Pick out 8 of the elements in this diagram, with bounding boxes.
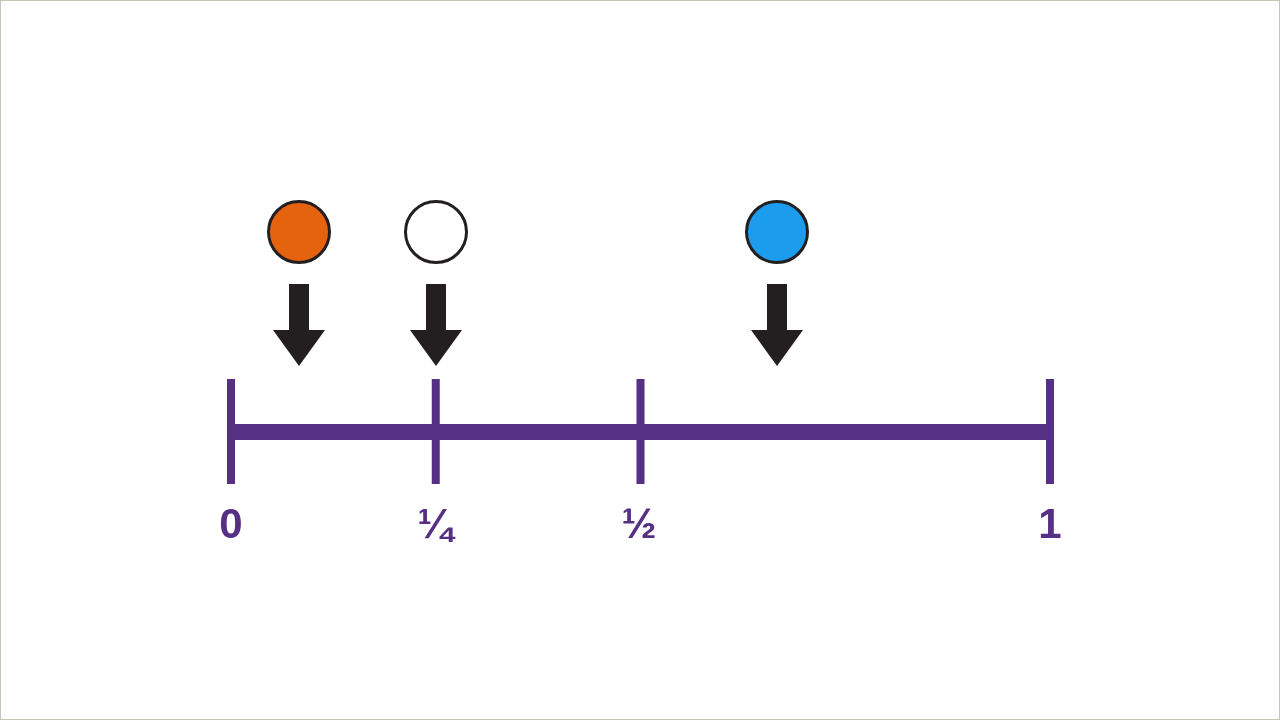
tick-label: 0 — [219, 503, 243, 545]
tick-label: 1 — [1038, 503, 1062, 545]
circle-marker — [404, 200, 468, 264]
circle-marker — [267, 200, 331, 264]
arrow — [410, 284, 462, 366]
arrow — [273, 284, 325, 366]
tick-label: ½ — [621, 503, 657, 545]
arrow — [751, 284, 803, 366]
